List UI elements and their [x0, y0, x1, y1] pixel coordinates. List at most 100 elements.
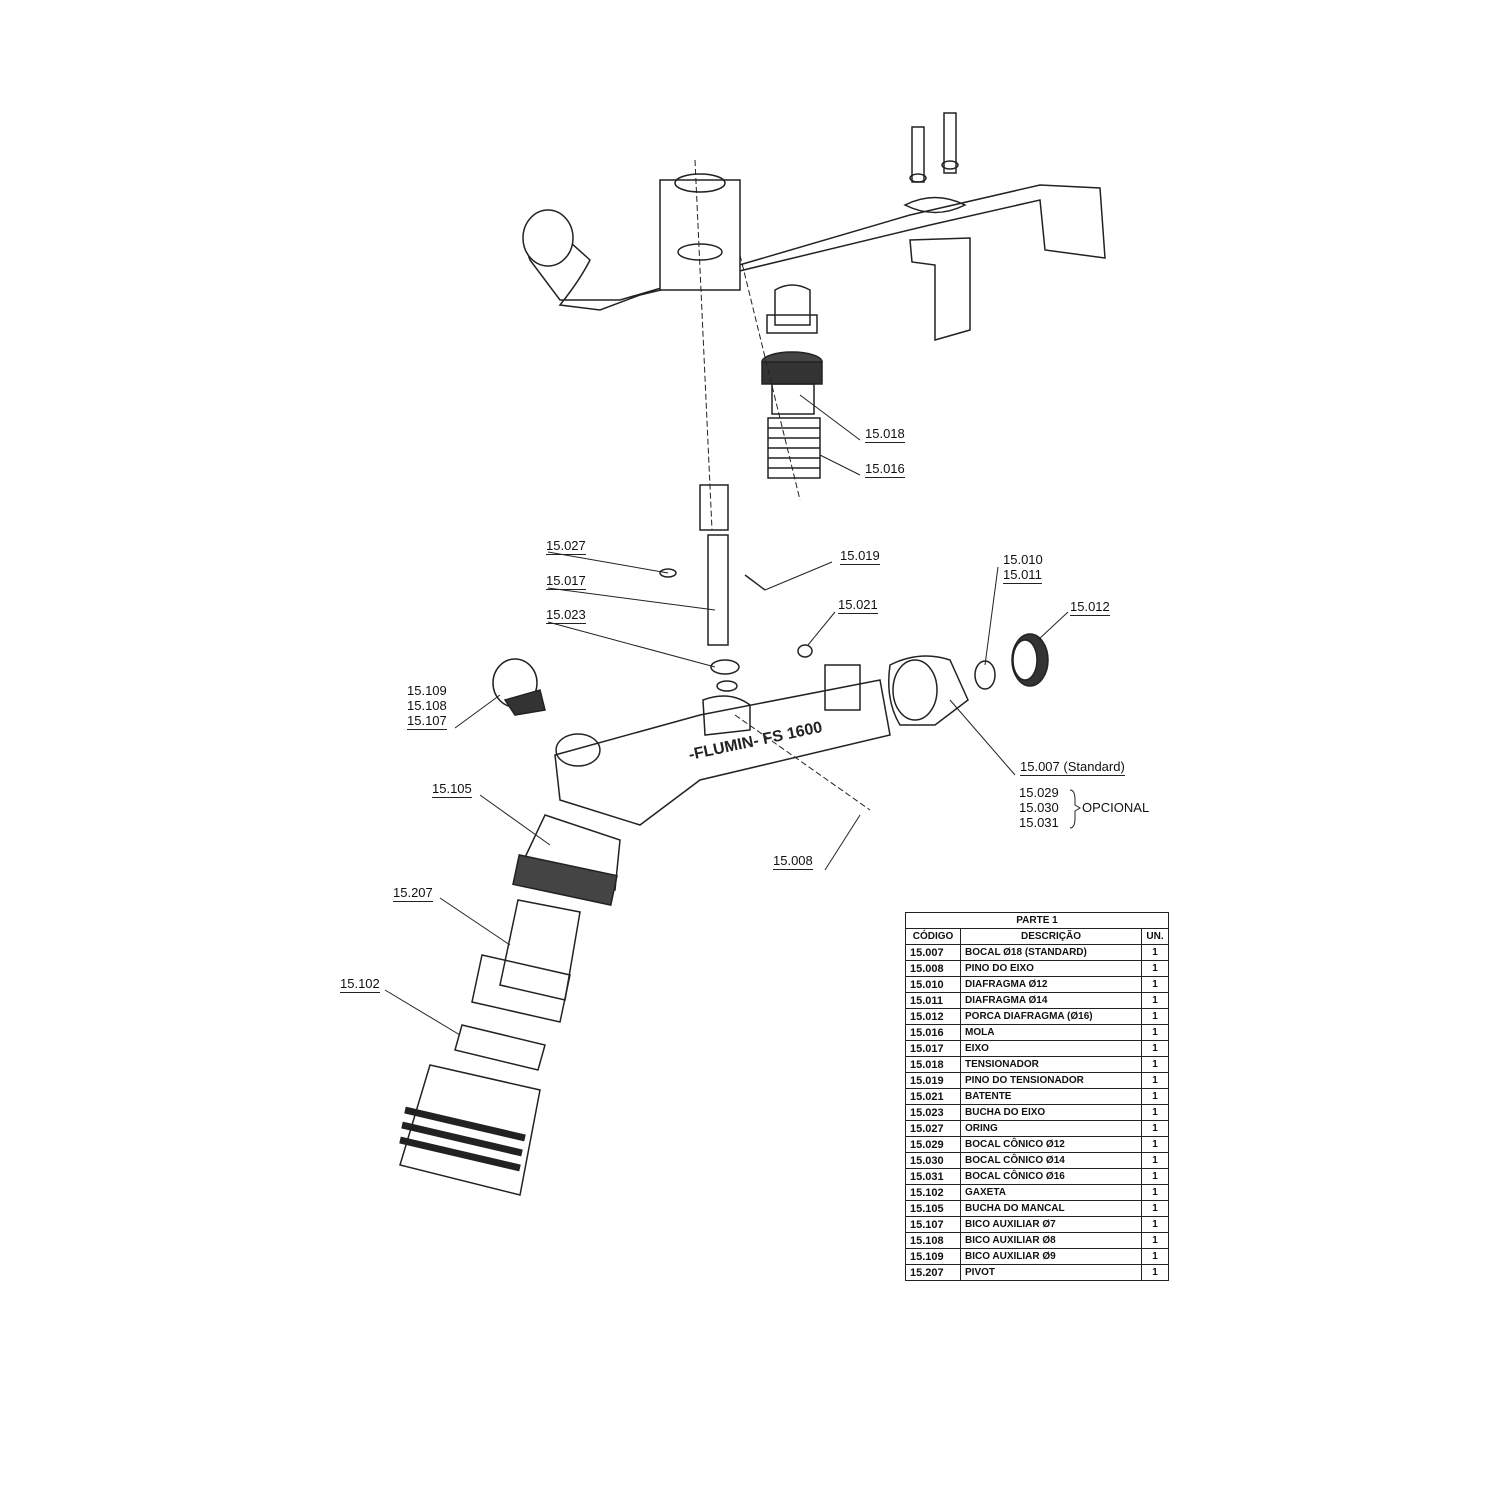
cell-code: 15.108 [905, 1232, 961, 1249]
cell-un: 1 [1141, 1120, 1169, 1137]
callout-15008: 15.008 [773, 853, 813, 870]
callout-15011: 15.011 [1003, 567, 1042, 584]
cell-desc: PIVOT [960, 1264, 1142, 1281]
cell-code: 15.023 [905, 1104, 961, 1121]
cell-desc: PINO DO TENSIONADOR [960, 1072, 1142, 1089]
cell-code: 15.012 [905, 1008, 961, 1025]
rocker-arm [522, 173, 1106, 341]
callout-15029: 15.029 [1019, 785, 1059, 800]
cell-desc: PINO DO EIXO [960, 960, 1142, 977]
cell-un: 1 [1141, 1024, 1169, 1041]
parts-table-title: PARTE 1 [905, 912, 1169, 929]
callout-15031: 15.031 [1019, 815, 1059, 830]
cell-desc: BOCAL CÔNICO Ø16 [960, 1168, 1142, 1185]
cell-un: 1 [1141, 944, 1169, 961]
cell-un: 1 [1141, 1040, 1169, 1057]
cell-un: 1 [1141, 992, 1169, 1009]
callout-15012: 15.012 [1070, 599, 1110, 616]
cell-desc: EIXO [960, 1040, 1142, 1057]
cell-un: 1 [1141, 976, 1169, 993]
cell-un: 1 [1141, 1072, 1169, 1089]
callout-15102: 15.102 [340, 976, 380, 993]
cell-code: 15.031 [905, 1168, 961, 1185]
cell-desc: BOCAL CÔNICO Ø12 [960, 1136, 1142, 1153]
cell-desc: BATENTE [960, 1088, 1142, 1105]
gasket-15102 [454, 1024, 546, 1071]
cell-desc: BUCHA DO MANCAL [960, 1200, 1142, 1217]
cell-desc: ORING [960, 1120, 1142, 1137]
cell-desc: BICO AUXILIAR Ø7 [960, 1216, 1142, 1233]
callout-15030: 15.030 [1019, 800, 1059, 815]
bolts [909, 112, 959, 183]
cell-code: 15.007 [905, 944, 961, 961]
callout-15107: 15.107 [407, 713, 447, 730]
cell-un: 1 [1141, 1184, 1169, 1201]
cell-un: 1 [1141, 1232, 1169, 1249]
callout-15023: 15.023 [546, 607, 586, 624]
callout-opcional: OPCIONAL [1082, 800, 1150, 815]
cell-un: 1 [1141, 1104, 1169, 1121]
callout-15105: 15.105 [432, 781, 472, 798]
axle-15017 [659, 484, 813, 692]
callout-15021: 15.021 [838, 597, 878, 614]
cell-un: 1 [1141, 1136, 1169, 1153]
cell-code: 15.102 [905, 1184, 961, 1201]
cell-desc: BICO AUXILIAR Ø9 [960, 1248, 1142, 1265]
spring-15016 [767, 417, 821, 479]
nozzle-15007 [888, 633, 1049, 726]
cell-desc: DIAFRAGMA Ø14 [960, 992, 1142, 1009]
cell-desc: PORCA DIAFRAGMA (Ø16) [960, 1008, 1142, 1025]
cell-code: 15.029 [905, 1136, 961, 1153]
cell-desc: DIAFRAGMA Ø12 [960, 976, 1142, 993]
pivot-15207 [471, 899, 581, 1023]
cell-un: 1 [1141, 1248, 1169, 1265]
tensioner-15018 [761, 284, 823, 415]
callout-15007: 15.007 (Standard) [1020, 759, 1125, 776]
cell-code: 15.027 [905, 1120, 961, 1137]
cell-code: 15.105 [905, 1200, 961, 1217]
cell-code: 15.030 [905, 1152, 961, 1169]
cell-code: 15.016 [905, 1024, 961, 1041]
cell-desc: MOLA [960, 1024, 1142, 1041]
cell-code: 15.017 [905, 1040, 961, 1057]
callout-15018: 15.018 [865, 426, 905, 443]
cell-un: 1 [1141, 1152, 1169, 1169]
cell-code: 15.107 [905, 1216, 961, 1233]
callout-15027: 15.027 [546, 538, 586, 555]
cell-desc: BOCAL CÔNICO Ø14 [960, 1152, 1142, 1169]
header-descricao: DESCRIÇÃO [960, 928, 1142, 945]
cell-desc: BOCAL Ø18 (STANDARD) [960, 944, 1142, 961]
callout-15017: 15.017 [546, 573, 586, 590]
callout-15016: 15.016 [865, 461, 905, 478]
cell-desc: BICO AUXILIAR Ø8 [960, 1232, 1142, 1249]
cell-un: 1 [1141, 1200, 1169, 1217]
cell-code: 15.010 [905, 976, 961, 993]
callout-15207: 15.207 [393, 885, 433, 902]
cell-un: 1 [1141, 1008, 1169, 1025]
aux-nozzle-15107 [492, 658, 546, 716]
callout-15109: 15.109 [407, 683, 447, 698]
header-codigo: CÓDIGO [905, 928, 961, 945]
bearing-bushing-15105 [512, 814, 621, 906]
callout-15010: 15.010 [1003, 552, 1043, 567]
cell-un: 1 [1141, 1168, 1169, 1185]
cell-un: 1 [1141, 960, 1169, 977]
cell-code: 15.207 [905, 1264, 961, 1281]
cell-un: 1 [1141, 1216, 1169, 1233]
